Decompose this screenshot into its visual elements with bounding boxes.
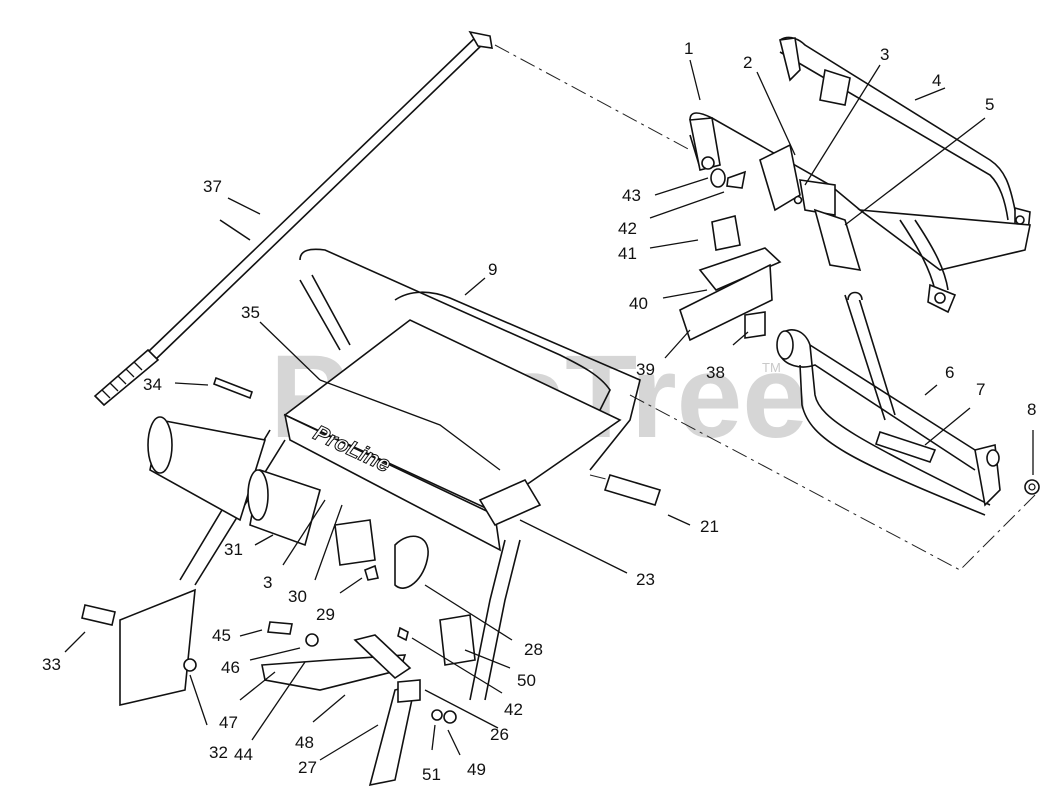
callout-47: 47 (219, 713, 238, 732)
upper-bail-assembly (689, 36, 1031, 314)
callout-7: 7 (976, 380, 985, 399)
callout-42a: 42 (618, 219, 637, 238)
lower-bail-6 (776, 329, 1040, 516)
callout-39: 39 (636, 360, 655, 379)
callout-3a: 3 (880, 45, 889, 64)
nut-49 (443, 710, 457, 724)
callout-50: 50 (517, 671, 536, 690)
clamp-28 (394, 535, 429, 589)
dash-line-pin (589, 474, 611, 481)
callout-42b: 42 (504, 700, 523, 719)
callout-40: 40 (629, 294, 648, 313)
washer-51 (431, 709, 443, 721)
dash-line-lower (629, 394, 1036, 571)
control-rod-37 (93, 30, 493, 407)
bolt-33 (81, 604, 116, 626)
callout-2: 2 (743, 53, 752, 72)
callout-44: 44 (234, 745, 253, 764)
screw-29 (364, 564, 379, 581)
bushing-43 (710, 168, 726, 188)
knob-30 (334, 519, 376, 566)
cable-35 (319, 379, 501, 471)
callout-48: 48 (295, 733, 314, 752)
callout-23: 23 (636, 570, 655, 589)
switch-41 (711, 215, 741, 251)
callout-31: 31 (224, 540, 243, 559)
switch-38 (744, 311, 766, 339)
spring-50 (439, 614, 476, 666)
main-handle-9 (179, 248, 641, 701)
channel-39 (679, 263, 773, 342)
callout-51: 51 (422, 765, 441, 784)
callout-38: 38 (706, 363, 725, 382)
callout-41: 41 (618, 244, 637, 263)
callout-35: 35 (241, 303, 260, 322)
callout-29: 29 (316, 605, 335, 624)
callout-labels: 1 2 3 4 5 6 7 8 9 21 23 26 27 28 29 30 3… (42, 39, 1036, 784)
alignment-lines (494, 44, 1036, 571)
leader-lines (64, 59, 1034, 761)
clip-42 (726, 170, 747, 189)
callout-37: 37 (203, 177, 222, 196)
cylinder-31 (147, 416, 321, 547)
callout-9: 9 (488, 260, 497, 279)
washer-46 (305, 633, 319, 647)
decal-7 (874, 430, 937, 463)
callout-5: 5 (985, 95, 994, 114)
callout-28: 28 (524, 640, 543, 659)
watermark-trademark: TM (762, 360, 781, 375)
cotter-42 (397, 626, 409, 642)
small-components (679, 168, 782, 342)
callout-43: 43 (622, 186, 641, 205)
callout-30: 30 (288, 587, 307, 606)
callout-8: 8 (1027, 400, 1036, 419)
plate-40 (698, 247, 782, 291)
callout-1: 1 (684, 39, 693, 58)
callout-4: 4 (932, 71, 941, 90)
dash-line-rod-top (494, 44, 691, 151)
lower-linkage (81, 219, 662, 787)
callout-21: 21 (700, 517, 719, 536)
block-26 (397, 679, 421, 703)
callout-32: 32 (209, 743, 228, 762)
bracket-32 (119, 588, 196, 707)
bracket-23 (478, 478, 542, 527)
brackets-2-3-5 (759, 143, 896, 421)
callout-46: 46 (221, 658, 240, 677)
bolt-45 (267, 621, 293, 635)
bolt-34 (213, 376, 253, 400)
callout-45: 45 (212, 626, 231, 645)
callout-6: 6 (945, 363, 954, 382)
callout-27: 27 (298, 758, 317, 777)
callout-26: 26 (490, 725, 509, 744)
callout-49: 49 (467, 760, 486, 779)
callout-33: 33 (42, 655, 61, 674)
callout-3b: 3 (263, 573, 272, 592)
pin-21 (603, 474, 662, 506)
callout-34: 34 (143, 375, 162, 394)
arm-48 (353, 634, 412, 680)
